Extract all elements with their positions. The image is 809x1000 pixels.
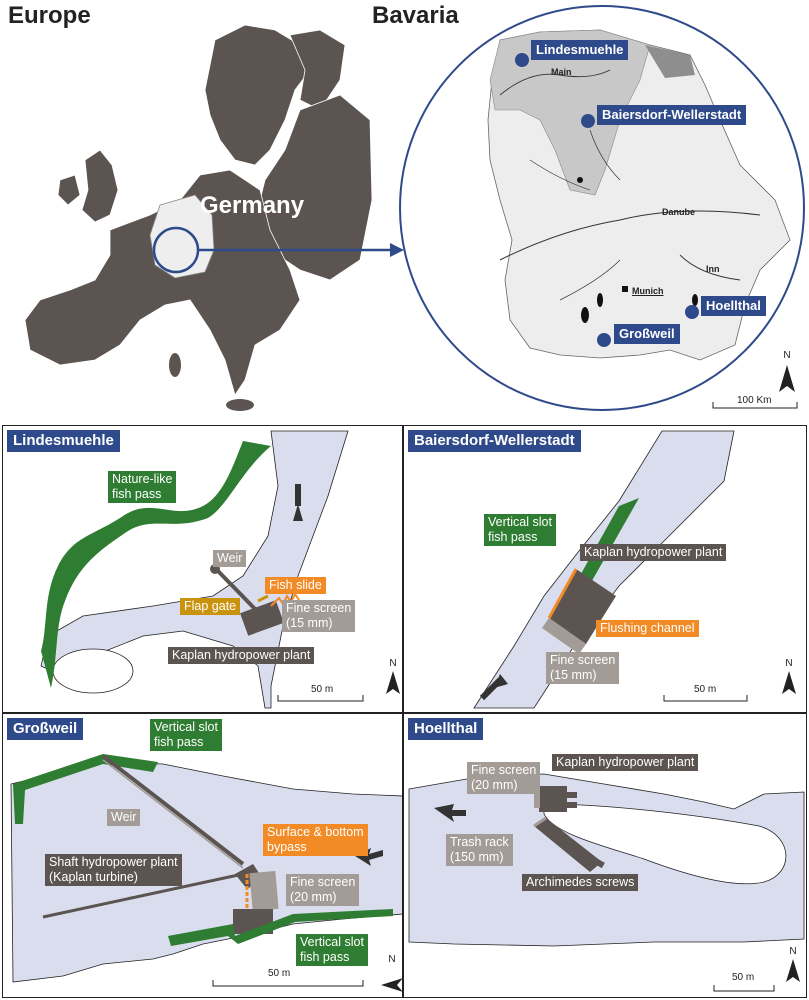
panel-title: Großweil [7, 718, 84, 740]
north-label: N [789, 946, 797, 957]
north-arrow-icon [786, 959, 800, 982]
label-shaft-plant: Shaft hydropower plant(Kaplan turbine) [45, 854, 182, 886]
vertical-slot-bottom [168, 909, 393, 946]
site-dot-grossweil [597, 333, 611, 347]
north-label: N [785, 658, 793, 669]
fine-screen-shape [542, 618, 586, 654]
panel-title: Baiersdorf-Wellerstadt [408, 430, 581, 452]
site-label-grossweil: Großweil [614, 324, 680, 344]
north-arrow-icon [386, 671, 400, 694]
river-main-label: Main [551, 67, 572, 77]
site-dot-lindesmuehle [515, 53, 529, 67]
city-munich-label: Munich [632, 286, 664, 296]
overview-north: N [783, 350, 791, 361]
site-dot-baiersdorf [581, 114, 595, 128]
site-label-lindesmuehle: Lindesmuehle [531, 40, 629, 60]
europe-title: Europe [8, 2, 91, 29]
scale-label: 50 m [311, 684, 334, 695]
scale-label: 50 m [694, 684, 717, 695]
north-arrow-icon [381, 978, 402, 992]
germany-label: Germany [200, 192, 305, 219]
scandinavia-shape [204, 24, 311, 166]
north-arrow-icon [782, 671, 796, 694]
label-kaplan-plant: Kaplan hydropower plant [552, 754, 699, 771]
locator-arrow-head [390, 243, 404, 257]
label-fine-screen: Fine screen(15 mm) [546, 652, 620, 684]
label-kaplan-plant: Kaplan hydropower plant [168, 647, 315, 664]
island-shape [543, 803, 787, 885]
western-europe-shape [24, 169, 301, 396]
label-fine-screen: Fine screen(20 mm) [467, 762, 541, 794]
scale-label: 50 m [732, 972, 755, 983]
eastern-europe-shape [254, 94, 373, 281]
label-kaplan-plant: Kaplan hydropower plant [580, 544, 727, 561]
label-flushing-channel: Flushing channel [596, 620, 699, 637]
label-archimedes-screws: Archimedes screws [522, 874, 639, 891]
river-danube-label: Danube [662, 207, 696, 217]
label-weir: Weir [107, 809, 141, 826]
vertical-slot-top [13, 754, 158, 824]
nature-fish-pass [41, 441, 271, 688]
site-label-hoellthal: Hoellthal [701, 296, 766, 316]
britain-shape [81, 149, 119, 223]
bavaria-title: Bavaria [372, 2, 459, 29]
north-arrow-icon [779, 365, 795, 392]
scale-label: 50 m [268, 968, 291, 979]
site-dot-hoellthal [685, 305, 699, 319]
label-weir: Weir [213, 550, 247, 567]
site-label-baiersdorf: Baiersdorf-Wellerstadt [597, 105, 747, 125]
fish-slide-shape [270, 592, 300, 607]
north-label: N [389, 658, 397, 669]
label-flap-gate: Flap gate [180, 598, 241, 615]
label-fine-screen: Fine screen(20 mm) [286, 874, 360, 906]
panel-title: Lindesmuehle [7, 430, 120, 452]
power-plant-shape [240, 600, 284, 636]
river-inn-label: Inn [706, 264, 720, 274]
power-plant-shape [539, 786, 567, 812]
label-fish-slide: Fish slide [265, 577, 326, 594]
archimedes-screws-shape [534, 818, 602, 872]
label-fine-screen: Fine screen(15 mm) [282, 600, 356, 632]
panel-title: Hoellthal [408, 718, 484, 740]
label-trash-rack: Trash rack(150 mm) [446, 834, 513, 866]
river-water [40, 430, 349, 709]
overview-scale: 100 Km [737, 395, 772, 406]
fine-screen-shape [249, 870, 279, 912]
north-label: N [388, 954, 396, 965]
panel-hoellthal: Hoellthal Fine screen(20 mm) Kaplan hydr… [403, 713, 807, 998]
